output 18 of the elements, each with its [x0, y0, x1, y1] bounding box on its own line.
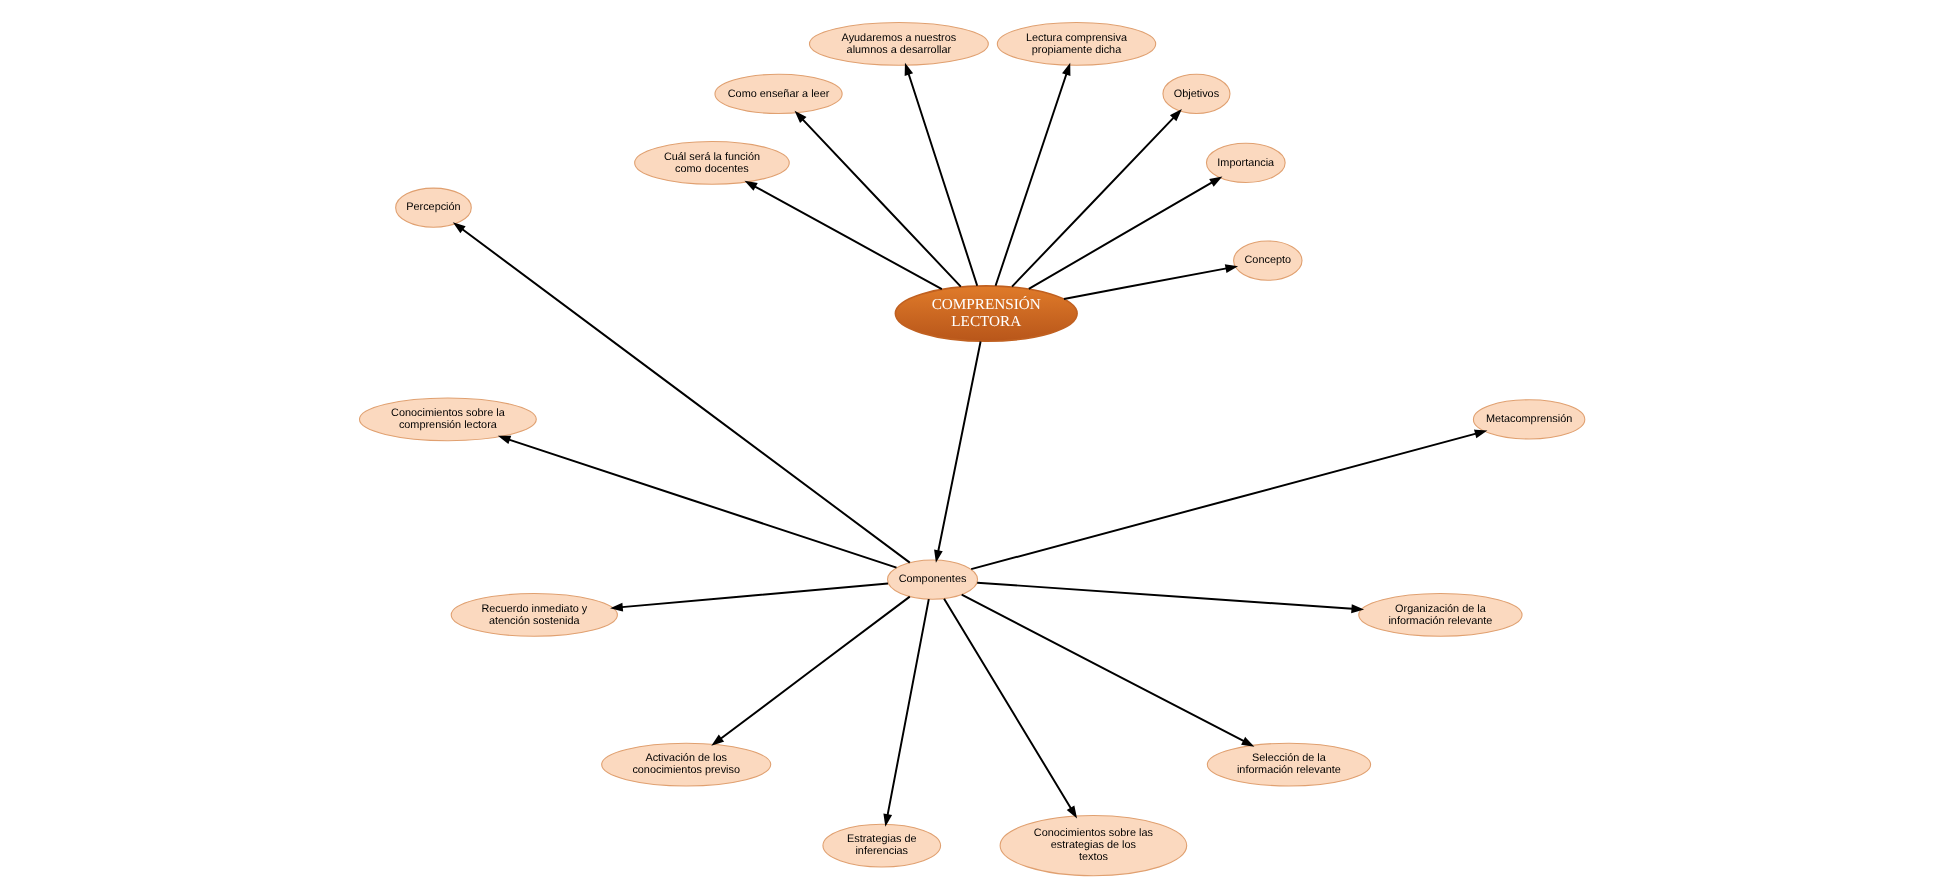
- arrow: [711, 594, 911, 745]
- arrow: [610, 581, 889, 611]
- arrow: [1011, 108, 1182, 287]
- node-ellipse: COMPRENSIÓN LECTORA: [894, 284, 1078, 342]
- arrow: [883, 597, 930, 826]
- arrow: [904, 61, 979, 286]
- arrow: [794, 109, 962, 287]
- arrow: [943, 596, 1078, 818]
- arrow: [744, 179, 943, 290]
- arrow: [976, 580, 1365, 613]
- arrow: [994, 61, 1071, 286]
- arrow: [497, 434, 898, 568]
- arrow: [960, 592, 1255, 746]
- arrow: [1027, 175, 1223, 289]
- arrow: [934, 339, 982, 562]
- arrow: [1062, 263, 1239, 299]
- arrow: [452, 221, 911, 563]
- arrow: [970, 428, 1488, 570]
